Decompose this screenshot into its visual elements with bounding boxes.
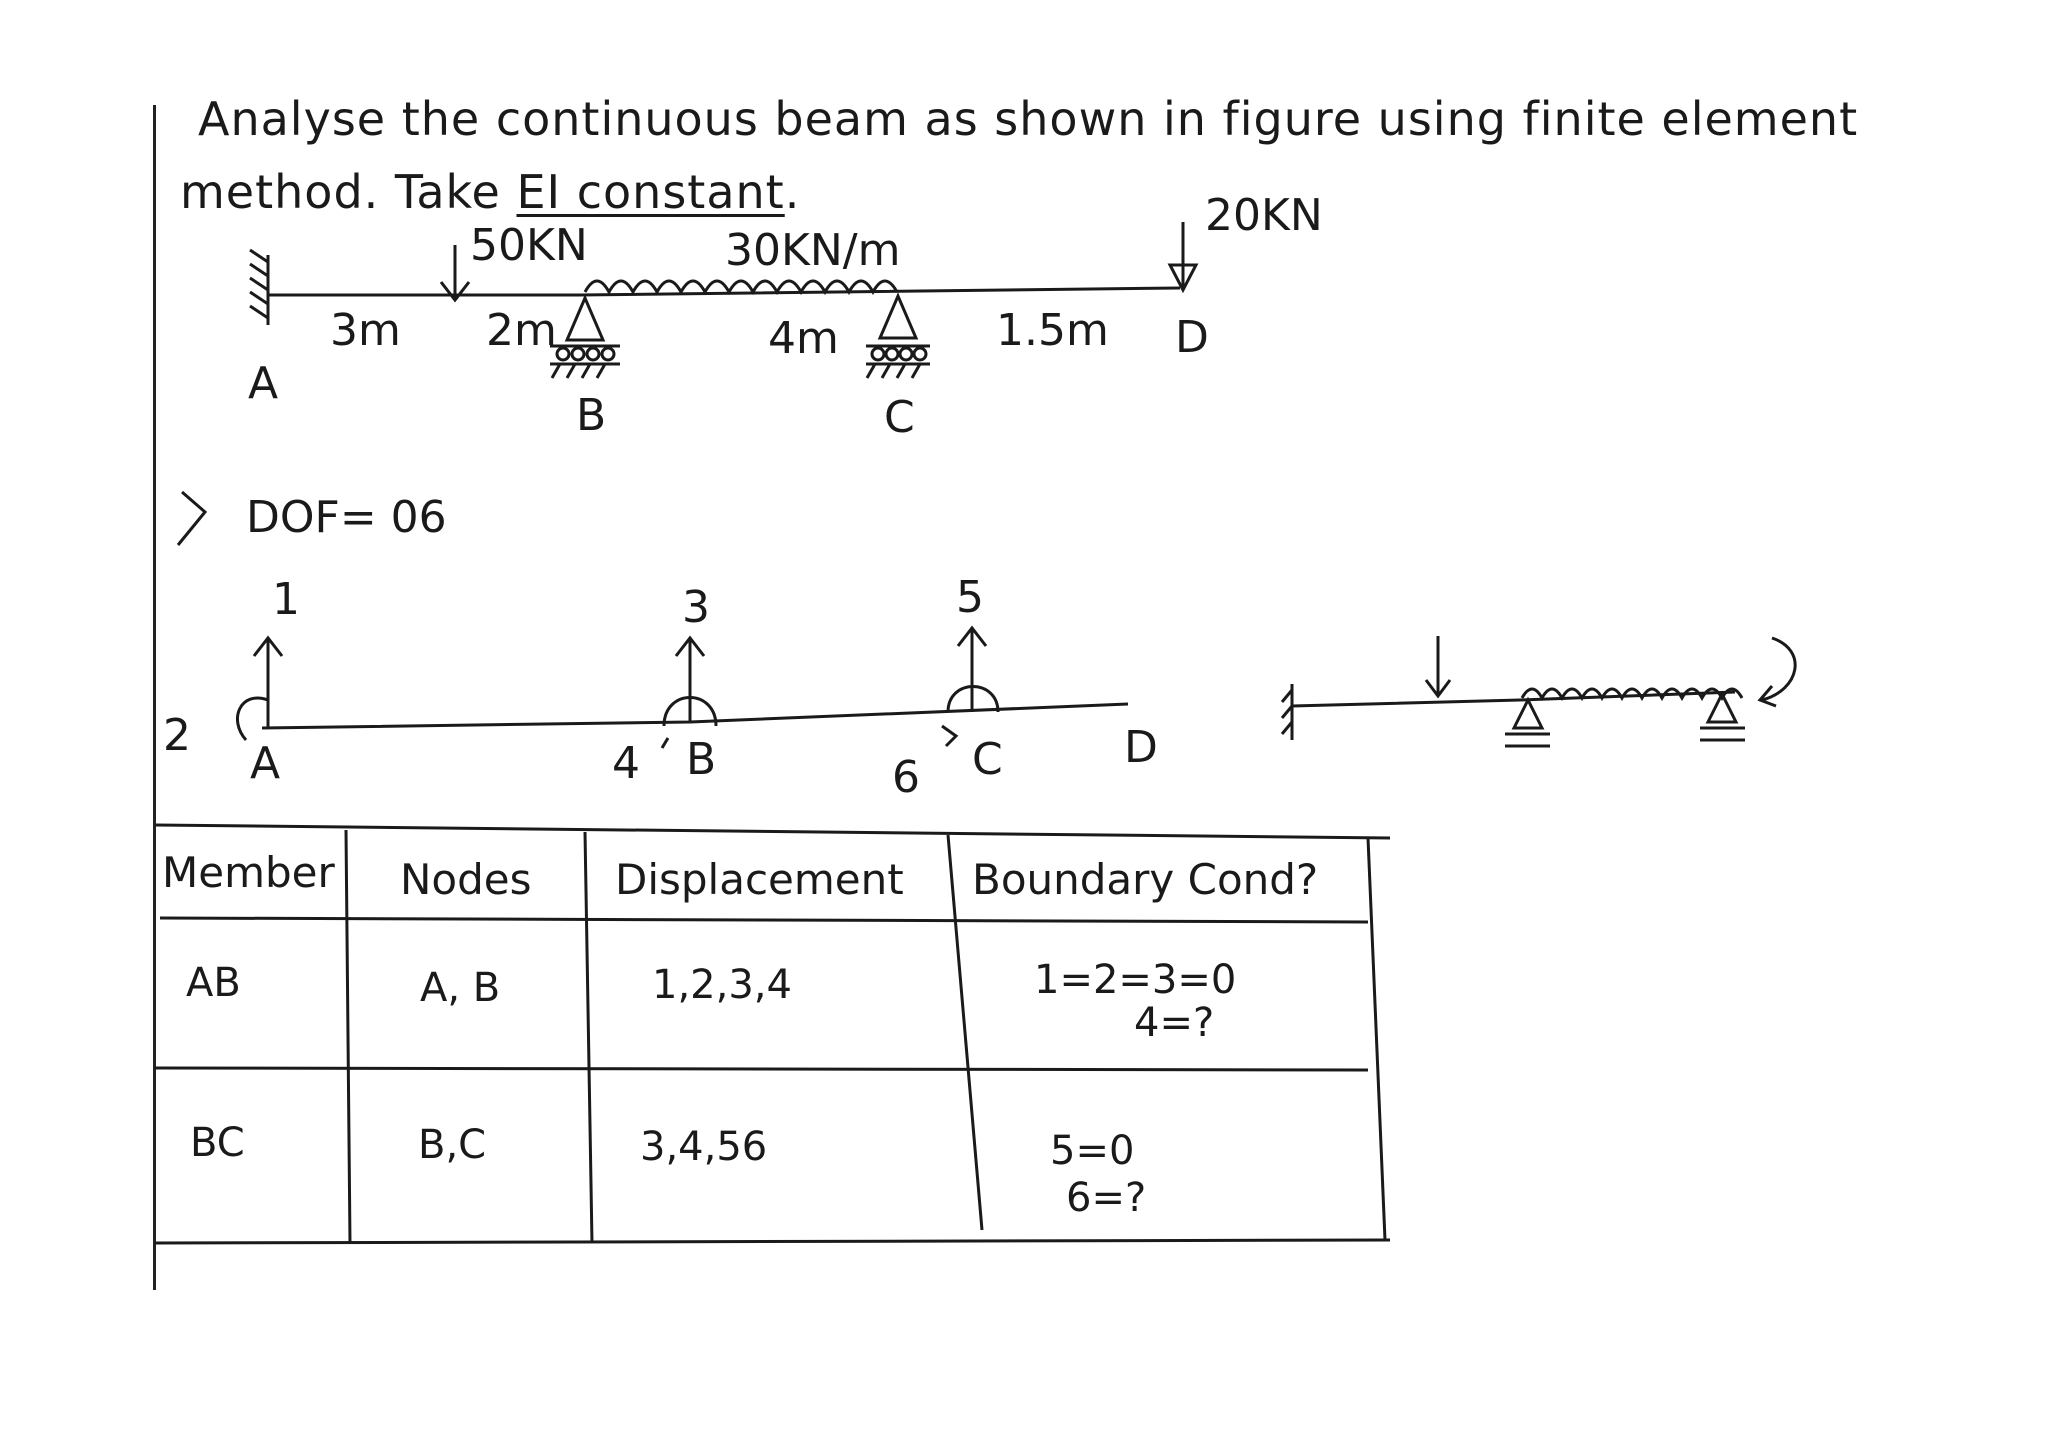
dof-node-c-arrows [941, 625, 1000, 748]
table-row1-underline [154, 1066, 1369, 1072]
load-label-50kn: 50KN [470, 220, 588, 271]
load-label-30kn-m: 30KN/m [725, 225, 901, 276]
dof-number-2: 2 [163, 710, 191, 761]
table-row1-boundary-line1: 1=2=3=0 [1034, 957, 1237, 1003]
dof-number-6: 6 [892, 752, 920, 803]
table-header-nodes: Nodes [400, 855, 532, 904]
dof-node-label-b: B [686, 734, 717, 785]
load-label-20kn: 20KN [1205, 190, 1323, 241]
span-label-3m: 3m [330, 305, 401, 356]
table-col4-divider [1366, 837, 1387, 1241]
point-load-20kn-arrow [1167, 222, 1199, 294]
table-col3-divider [946, 834, 984, 1231]
node-label-a: A [248, 358, 279, 409]
table-row1-nodes: A, B [420, 965, 501, 1011]
span-label-2m: 2m [486, 305, 557, 356]
problem-statement-line-2: method. Take EI constant. [180, 165, 800, 219]
table-top-line [154, 823, 1391, 840]
table-row1-member: AB [186, 960, 241, 1006]
table-row1-boundary-line2: 4=? [1134, 1000, 1215, 1046]
dof-node-b-arrows [660, 635, 718, 749]
pin-support-c [865, 292, 930, 379]
dof-node-label-d: D [1124, 722, 1158, 773]
node-label-c: C [884, 392, 915, 443]
table-row2-nodes: B,C [418, 1122, 487, 1168]
problem-text-method: method. Take [180, 165, 517, 219]
table-header-member: Member [162, 848, 335, 897]
dof-number-4: 4 [612, 738, 640, 789]
ei-constant-text: EI constant [516, 165, 785, 219]
secondary-beam-sketch [1280, 636, 1797, 748]
pin-support-b [550, 294, 620, 379]
dof-number-3: 3 [682, 582, 710, 633]
node-label-b: B [576, 390, 607, 441]
dof-node-label-a: A [250, 738, 281, 789]
beam-line [268, 286, 1181, 297]
node-label-d: D [1175, 312, 1209, 363]
table-header-displacement: Displacement [615, 855, 904, 904]
table-row2-displacement: 3,4,56 [640, 1124, 768, 1170]
table-row2-boundary-line1: 5=0 [1050, 1128, 1135, 1174]
table-row1-displacement: 1,2,3,4 [652, 962, 792, 1008]
dof-number-1: 1 [272, 574, 300, 625]
dof-number-5: 5 [956, 572, 984, 623]
table-row2-boundary-line2: 6=? [1066, 1175, 1147, 1221]
dof-node-a-arrows [236, 635, 284, 742]
table-header-underline [159, 916, 1369, 924]
point-load-50kn-arrow [439, 245, 471, 303]
dof-bullet-marker [176, 490, 208, 546]
problem-statement-line-1: Analyse the continuous beam as shown in … [198, 92, 1859, 146]
dof-count-text: DOF= 06 [246, 492, 447, 543]
span-label-1-5m: 1.5m [996, 305, 1109, 356]
table-bottom-line [154, 1238, 1391, 1245]
page-margin-line [153, 105, 156, 1290]
udl-30kn-m-squiggle [583, 279, 899, 296]
table-col1-divider [344, 829, 352, 1244]
fixed-support-a [249, 248, 270, 325]
table-row2-member: BC [190, 1120, 245, 1166]
problem-text-period: . [784, 165, 801, 219]
table-col2-divider [583, 831, 594, 1244]
span-label-4m: 4m [768, 313, 839, 364]
table-header-boundary: Boundary Cond? [972, 855, 1319, 904]
dof-node-label-c: C [972, 734, 1003, 785]
